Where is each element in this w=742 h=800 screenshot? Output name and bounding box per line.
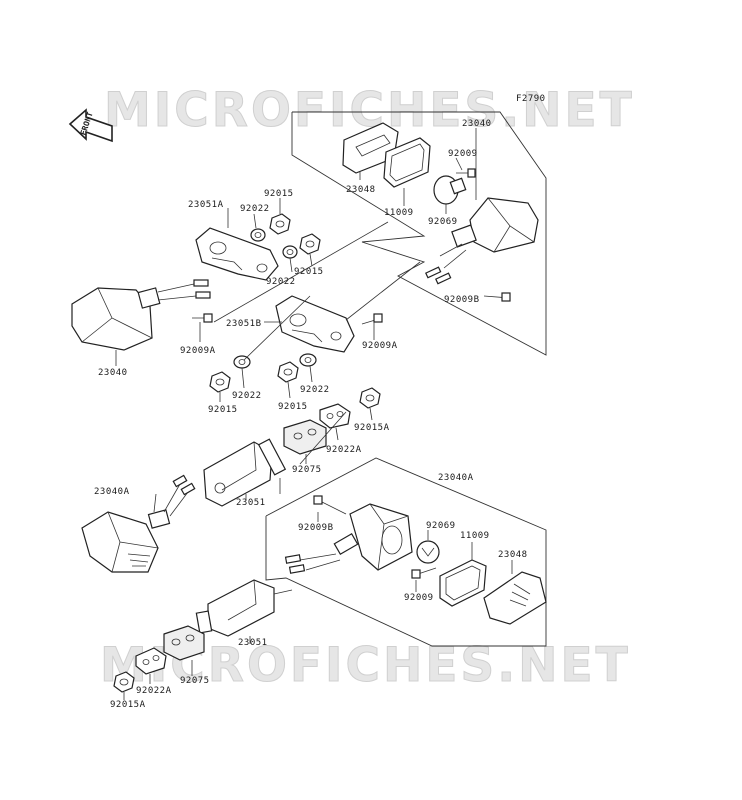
label-92015-b: 92015 <box>294 267 324 277</box>
lens-23048-bottom <box>483 571 547 625</box>
housing-23040-left <box>71 279 211 351</box>
grommet-92075-mid <box>283 419 327 455</box>
label-92022-c: 92022 <box>232 391 262 401</box>
bracket-23051A <box>195 227 279 281</box>
label-92069-top: 92069 <box>428 217 458 227</box>
gasket-11009-top <box>383 137 431 188</box>
watermark-top: MICROFICHES.NET <box>104 83 635 138</box>
nut-92015-c <box>209 371 231 393</box>
nut-92015A-bottom <box>113 671 135 693</box>
label-92009A-right: 92009A <box>362 341 398 351</box>
label-23051A: 23051A <box>188 200 224 210</box>
screw-92009A-right <box>361 313 383 325</box>
label-92009A-left: 92009A <box>180 346 216 356</box>
washer-92022-c <box>233 355 251 369</box>
screw-92009B-top <box>483 292 511 302</box>
bulb-92069-bottom <box>416 540 440 564</box>
part-labels: 23040 92009 23048 11009 92069 92009B 230… <box>94 119 528 710</box>
label-92009B-bottom: 92009B <box>298 523 334 533</box>
label-92069-bottom: 92069 <box>426 521 456 531</box>
washer-92022-d <box>299 353 317 367</box>
housing-23040A-lower <box>284 503 413 574</box>
label-92015A-bottom: 92015A <box>110 700 146 710</box>
plate-92022A-mid <box>319 403 351 429</box>
leader-lines <box>115 128 513 700</box>
label-23051-mid: 23051 <box>236 498 266 508</box>
stem-23051-mid <box>203 438 287 507</box>
washer-92022-b <box>282 245 298 259</box>
label-23040A-left: 23040A <box>94 487 130 497</box>
label-92075-mid: 92075 <box>292 465 322 475</box>
label-92009B-top: 92009B <box>444 295 480 305</box>
label-23040A-box: 23040A <box>438 473 474 483</box>
label-92009-top: 92009 <box>448 149 478 159</box>
label-23051B: 23051B <box>226 319 262 329</box>
label-11009-bottom: 11009 <box>460 531 490 541</box>
nut-92015-a <box>269 213 291 235</box>
front-arrow-icon: FRONT <box>68 108 113 143</box>
label-92015-c: 92015 <box>208 405 238 415</box>
screw-92009B-bottom <box>313 495 347 515</box>
label-23048-top: 23048 <box>346 185 376 195</box>
label-92022-b: 92022 <box>266 277 296 287</box>
screw-92009-bottom <box>411 567 437 579</box>
label-92075-bottom: 92075 <box>180 676 210 686</box>
housing-23040-upper <box>425 197 539 285</box>
label-92015-d: 92015 <box>278 402 308 412</box>
label-92015-a: 92015 <box>264 189 294 199</box>
label-92022-a: 92022 <box>240 204 270 214</box>
label-23040-left: 23040 <box>98 368 128 378</box>
nut-92015-b <box>299 233 321 255</box>
bracket-23051B <box>275 295 355 353</box>
group-box-lower <box>265 457 547 647</box>
housing-23040A-left <box>81 474 196 573</box>
label-92022-d: 92022 <box>300 385 330 395</box>
label-23048-bottom: 23048 <box>498 550 528 560</box>
screw-92009-top <box>456 168 476 178</box>
label-92022A-bottom: 92022A <box>136 686 172 696</box>
figure-code: F2790 <box>516 94 546 104</box>
gasket-11009-bottom <box>439 559 487 607</box>
label-23051-bottom: 23051 <box>238 638 268 648</box>
nut-92015-d <box>277 361 299 383</box>
label-92015A-mid: 92015A <box>354 423 390 433</box>
label-92009-bottom: 92009 <box>404 593 434 603</box>
screw-92009A-left <box>192 313 213 323</box>
bulb-92069-top <box>433 175 467 205</box>
grommet-92075-bottom <box>163 625 205 661</box>
label-92022A-mid: 92022A <box>326 445 362 455</box>
label-11009-top: 11009 <box>384 208 414 218</box>
label-23040-rear-top: 23040 <box>462 119 492 129</box>
stem-23051-bottom <box>195 579 293 637</box>
nut-92015A-mid <box>359 387 381 409</box>
washer-92022-a <box>250 228 266 242</box>
plate-92022A-bottom <box>135 647 167 675</box>
